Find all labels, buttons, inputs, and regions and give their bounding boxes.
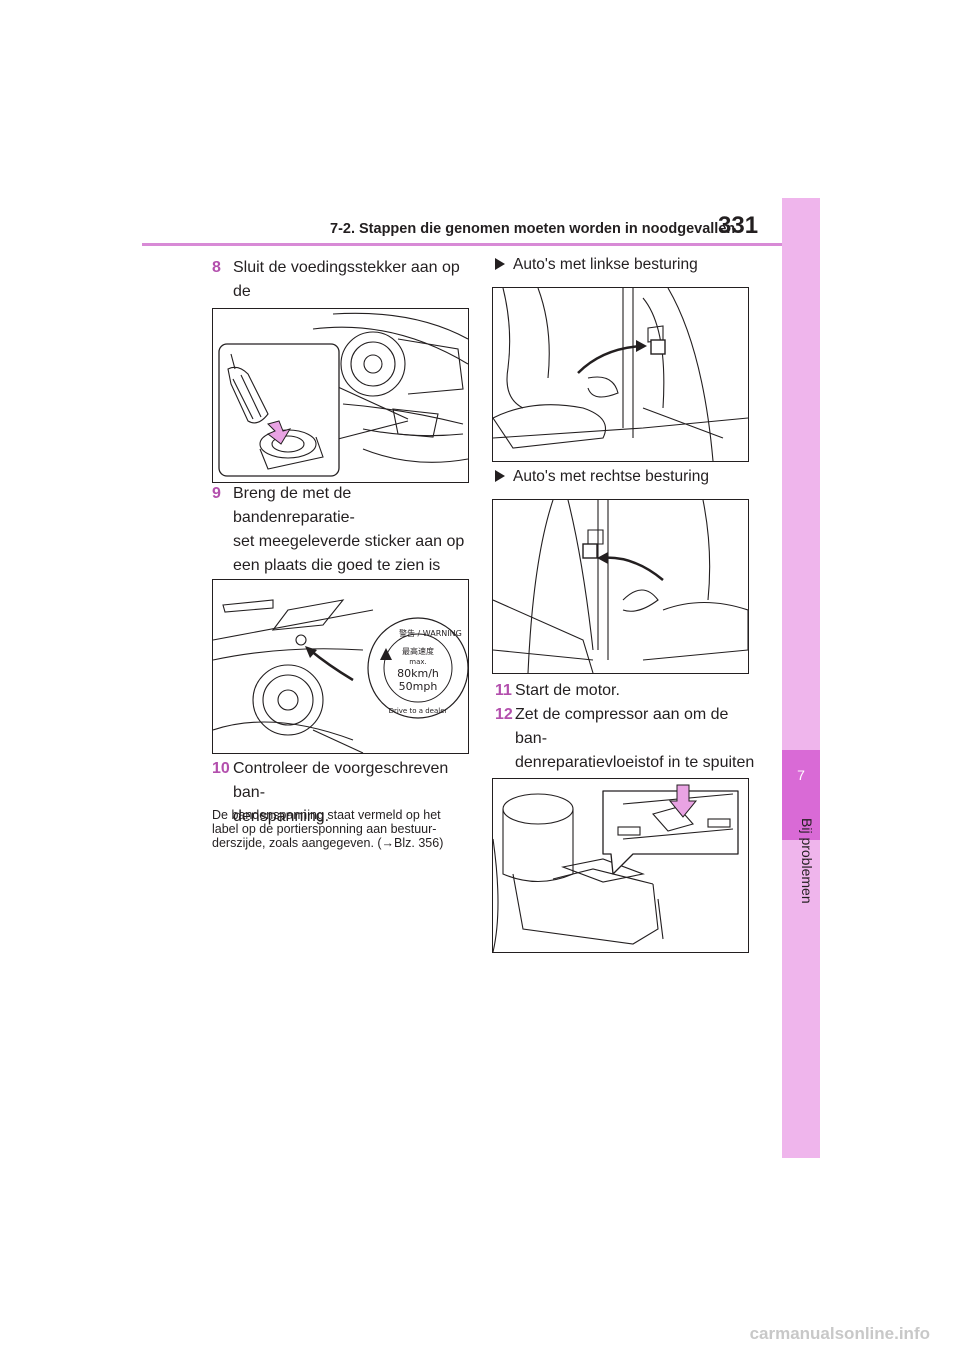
figure-left-hand-drive [492, 287, 749, 462]
bullet-right-hand-drive: Auto's met rechtse besturing [495, 468, 709, 486]
step-11: 11 Start de motor. [495, 679, 755, 703]
sticker-line4: 50mph [399, 680, 438, 693]
step-number: 11 [495, 682, 512, 699]
header-rule [142, 243, 782, 246]
chapter-number: 7 [797, 767, 805, 783]
page-number: 331 [718, 212, 759, 239]
sticker-line1: 最高速度 [402, 646, 434, 656]
chapter-side-tab [782, 198, 820, 1158]
step-text: Start de motor. [515, 682, 620, 699]
bullet-text: Auto's met rechtse besturing [513, 468, 709, 485]
step-text: Controleer de voorgeschreven ban- denspa… [233, 760, 449, 825]
figure-right-hand-drive [492, 499, 749, 674]
figure-power-plug [212, 308, 469, 483]
triangle-bullet-icon [495, 258, 505, 270]
sticker-line3: 80km/h [397, 667, 439, 680]
triangle-bullet-icon [495, 470, 505, 482]
sticker-line2: max. [409, 658, 426, 666]
step-number: 8 [212, 259, 221, 276]
note-tire-pressure: De bandenspanning staat vermeld op het l… [212, 808, 444, 850]
sticker-bottom-text: Drive to a dealer [389, 707, 448, 715]
watermark: carmanualsonline.info [749, 1324, 930, 1343]
figure-compressor-switch [492, 778, 749, 953]
sticker-top-text: 警告 / WARNING [399, 628, 462, 638]
step-number: 12 [495, 706, 513, 723]
chapter-title: Bij problemen [799, 818, 815, 904]
figure-sticker-location: 警告 / WARNING 最高速度 max. 80km/h 50mph Driv… [212, 579, 469, 754]
bullet-left-hand-drive: Auto's met linkse besturing [495, 256, 698, 274]
chapter-number-box [782, 750, 820, 840]
section-title: 7-2. Stappen die genomen moeten worden i… [330, 221, 736, 237]
bullet-text: Auto's met linkse besturing [513, 256, 698, 273]
step-number: 9 [212, 485, 221, 502]
step-10: 10 Controleer de voorgeschreven ban- den… [212, 757, 472, 829]
step-number: 10 [212, 760, 230, 777]
